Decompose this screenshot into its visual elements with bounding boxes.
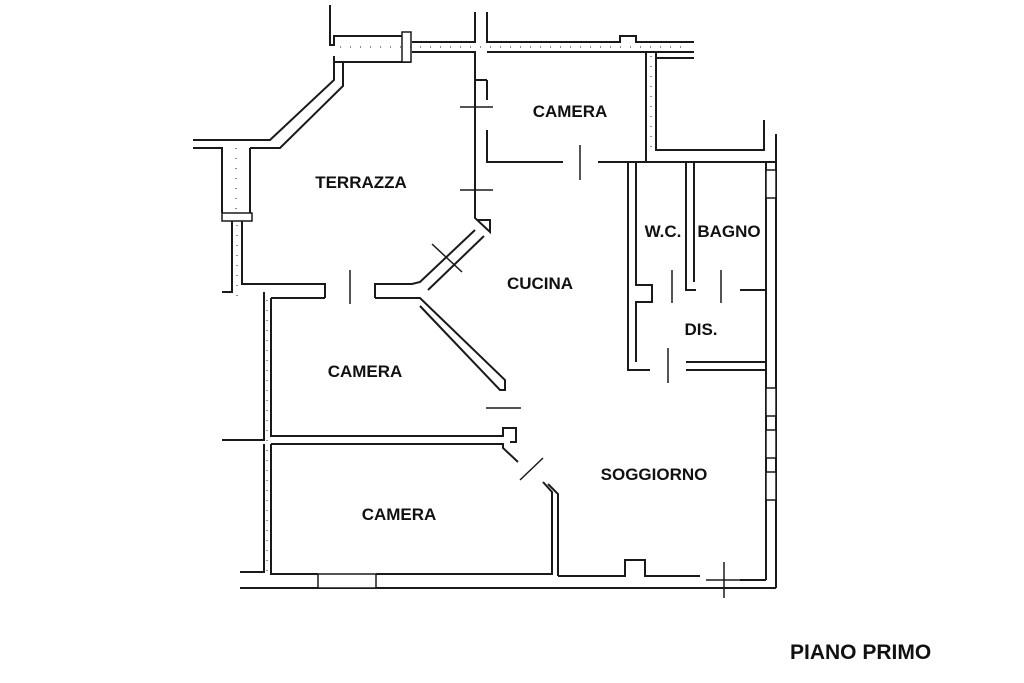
soggiorno-walls — [547, 483, 766, 598]
camera-middle-walls — [222, 292, 521, 580]
camera-top-east-wall — [579, 52, 765, 180]
plan-title: PIANO PRIMO — [790, 641, 932, 664]
room-label-soggiorno: SOGGIORNO — [600, 465, 708, 484]
room-label-bagno: BAGNO — [697, 222, 761, 241]
terrazza-west-wall — [193, 56, 344, 300]
bathroom-block — [598, 134, 777, 588]
room-label-terrazza: TERRAZZA — [315, 173, 407, 192]
north-wall — [329, 5, 694, 81]
room-label-dis: DIS. — [684, 320, 718, 339]
room-label-wc: W.C. — [644, 222, 682, 241]
room-label-cucina: CUCINA — [506, 274, 574, 293]
room-label-camera-bottom: CAMERA — [361, 505, 437, 524]
room-label-camera-middle: CAMERA — [327, 362, 403, 381]
room-label-camera-top: CAMERA — [532, 102, 608, 121]
camera-bottom-walls — [240, 444, 776, 589]
terrazza-east-wall — [349, 80, 563, 304]
